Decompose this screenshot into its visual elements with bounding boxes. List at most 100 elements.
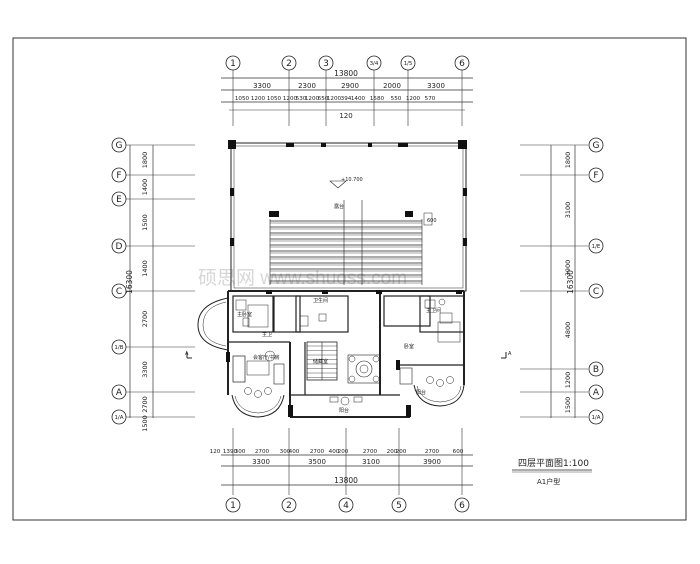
bottom-dim-1: 3300 <box>252 458 270 466</box>
left-seg-dim-4: 1400 <box>141 260 149 277</box>
top-dim-1: 3300 <box>253 82 271 90</box>
right-axis-bubble-7: 1/A <box>588 409 604 425</box>
bottom-axis-bubble-2: 2 <box>281 497 297 513</box>
bottom-axis-bubble-5: 6 <box>454 497 470 513</box>
right-axis-bubble-4: C <box>588 283 604 299</box>
top-fine-dim-12: 550 <box>391 96 402 102</box>
left-axis-bubble-6-label: 1/B <box>114 345 123 351</box>
bottom-fine-dim-12: 200 <box>396 449 407 455</box>
top-axis-bubble-1-label: 1 <box>230 59 236 69</box>
right-total-dim: 16300 <box>566 270 575 294</box>
right-seg-dim-5: 1200 <box>564 372 572 389</box>
left-axis-bubble-7-label: A <box>116 388 123 398</box>
top-fine-dim-2: 1200 <box>251 96 266 102</box>
left-axis-bubble-5-label: C <box>116 287 122 297</box>
drawing-subtitle: A1户型 <box>537 477 560 486</box>
top-fine-dim-11: 1580 <box>370 96 385 102</box>
room-label-bath-right: 主卫间 <box>426 307 441 314</box>
bottom-axis-bubble-5-label: 6 <box>459 501 465 511</box>
bottom-axis-bubble-4-label: 5 <box>396 501 402 511</box>
room-label-bath-left: 卫生间 <box>313 297 328 304</box>
right-axis-bubble-6: A <box>588 384 604 400</box>
left-axis-bubble-8-label: 1/A <box>114 415 123 421</box>
section-mark-right: A <box>501 351 512 359</box>
room-label-storage: 储藏室 <box>313 358 328 365</box>
room-label-bedroom: 卧室 <box>404 343 414 350</box>
right-axis-bubble-3: 1/E <box>588 238 604 254</box>
section-mark-right-label: A <box>508 351 512 357</box>
bottom-dim-2: 3500 <box>308 458 326 466</box>
elevation-marker <box>329 180 347 189</box>
pergola-slats <box>269 219 423 285</box>
bottom-fine-dim-10: 2700 <box>363 449 378 455</box>
left-axis-bubble-7: A <box>111 384 127 400</box>
room-label-balcony: 阳台 <box>339 407 349 414</box>
left-seg-dim-3: 1500 <box>141 214 149 231</box>
top-axis-bubble-1: 1 <box>225 55 241 71</box>
column-nw <box>228 140 236 149</box>
left-seg-dim-1: 1800 <box>141 152 149 169</box>
right-axis-bubble-5-label: B <box>593 365 599 375</box>
bottom-axis-bubble-3: 4 <box>338 497 354 513</box>
top-fine-dim-1: 1050 <box>235 96 250 102</box>
room-label-living: 会客厅/书房 <box>253 354 280 361</box>
left-seg-dim-8: 1500 <box>141 415 149 432</box>
bottom-axis-bubble-1: 1 <box>225 497 241 513</box>
left-axis-bubble-2-label: F <box>116 171 121 181</box>
bottom-axis-bubble-3-label: 4 <box>343 501 349 511</box>
left-total-dim: 16300 <box>125 270 134 294</box>
right-seg-dim-3: 3900 <box>564 260 572 277</box>
sheet-frame <box>12 37 687 521</box>
bottom-fine-dim-5: 300 <box>280 449 291 455</box>
top-axis-bubble-4-label: 3/4 <box>370 61 379 67</box>
top-fine-dim-3: 1050 <box>267 96 282 102</box>
bottom-fine-dim-3: 300 <box>235 449 246 455</box>
bottom-axis-bubble-2-label: 2 <box>286 501 292 511</box>
left-seg-dim-5: 2700 <box>141 311 149 328</box>
top-dim-2: 2300 <box>298 82 316 90</box>
right-axis-bubble-2: F <box>588 167 604 183</box>
left-axis-bubble-3: E <box>111 191 127 207</box>
bottom-fine-dim-14: 600 <box>453 449 464 455</box>
bottom-fine-dim-13: 2700 <box>425 449 440 455</box>
stair-note-box <box>423 212 433 226</box>
left-axis-bubble-2: F <box>111 167 127 183</box>
right-seg-dim-1: 1800 <box>564 152 572 169</box>
right-axis-bubble-7-label: 1/A <box>591 415 600 421</box>
right-axis-bubble-1: G <box>588 137 604 153</box>
left-axis-bubble-4-label: D <box>116 242 123 252</box>
top-axis-bubble-3-label: 3 <box>323 59 329 69</box>
bottom-fine-dim-11: 200 <box>387 449 398 455</box>
top-fine-dim-14: 570 <box>425 96 436 102</box>
left-seg-dim-2: 1400 <box>141 179 149 196</box>
top-axis-bubble-2: 2 <box>281 55 297 71</box>
top-axis-bubble-2-label: 2 <box>286 59 292 69</box>
top-axis-bubble-5-label: 1/5 <box>404 61 413 67</box>
elevation-label: +10.700 <box>341 177 363 183</box>
top-fine-dim-7: 650 <box>318 96 329 102</box>
top-axis-bubble-6-label: 6 <box>459 59 465 69</box>
top-dim-3: 2900 <box>341 82 359 90</box>
bottom-fine-dim-7: 2700 <box>310 449 325 455</box>
left-axis-bubble-3-label: E <box>116 195 122 205</box>
room-label-master-bed: 主卧室 <box>237 311 252 318</box>
left-axis-bubble-4: D <box>111 238 127 254</box>
right-seg-dim-6: 1500 <box>564 397 572 414</box>
drawing-title: 四层平面图1:100 <box>518 458 589 469</box>
terrace-label: 露台 <box>334 203 344 210</box>
column-ne <box>458 140 467 149</box>
bottom-fine-dim-2: 1390 <box>223 449 238 455</box>
left-axis-bubble-8: 1/A <box>111 409 127 425</box>
left-axis-bubble-6: 1/B <box>111 339 127 355</box>
bottom-axis-bubble-1-label: 1 <box>230 501 236 511</box>
top-dim-4: 2000 <box>383 82 401 90</box>
left-axis-bubble-1-label: G <box>116 141 123 151</box>
bottom-dim-4: 3900 <box>423 458 441 466</box>
right-axis-bubble-2-label: F <box>593 171 598 181</box>
right-axis-bubble-5: B <box>588 361 604 377</box>
top-dim-5: 3300 <box>427 82 445 90</box>
